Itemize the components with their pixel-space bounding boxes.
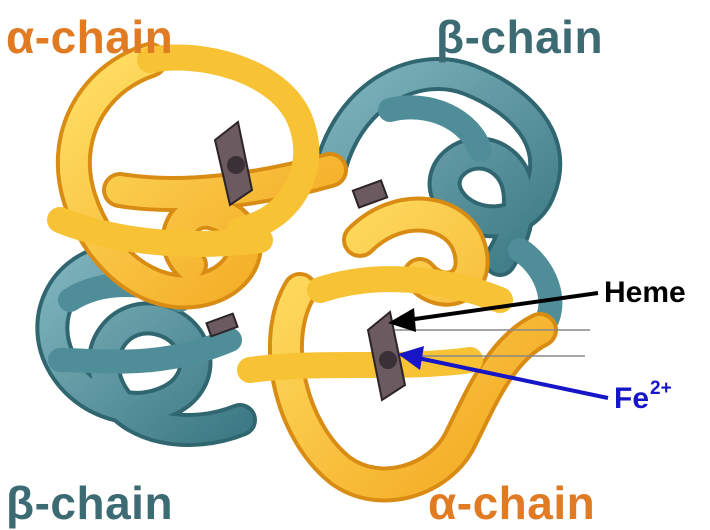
fe-symbol: Fe [614,382,650,415]
alpha-chain-label-bottom: α-chain [428,477,596,529]
beta-chain-label-bottom: β-chain [6,477,174,529]
heme-group-upper [213,120,254,207]
fe-arrow [398,346,609,400]
heme-group-middle [205,179,389,338]
alpha-chain-top-left [47,42,348,310]
alpha-chain-label-top: α-chain [6,11,174,63]
heme-group-lower [366,310,407,402]
fe-charge: 2+ [650,378,672,399]
fe-label: Fe2+ [614,378,672,416]
heme-arrow [388,291,599,332]
heme-label: Heme [604,276,686,309]
beta-chain-label-top: β-chain [436,11,604,63]
